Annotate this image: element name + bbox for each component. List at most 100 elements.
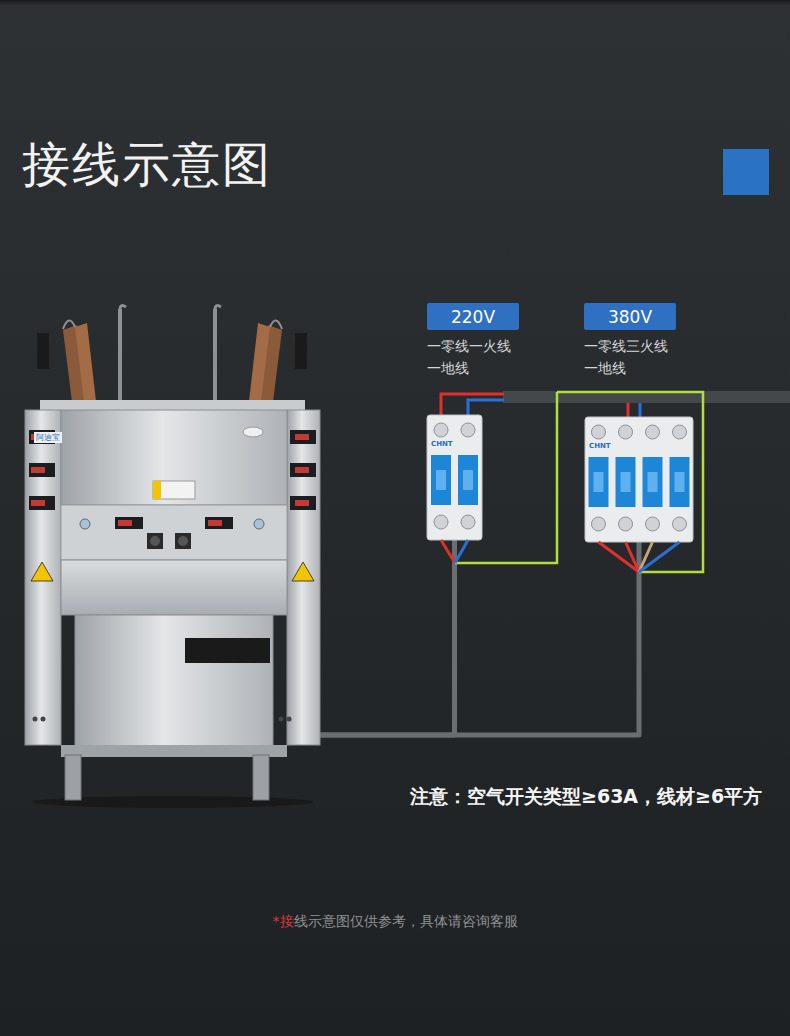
circle-shape [80,519,90,529]
circle-shape [41,717,46,722]
polygon-shape [292,562,314,581]
rect-shape [290,430,316,444]
rect-shape [31,467,45,473]
rect-shape [648,472,658,492]
path-shape [75,323,97,410]
neutral-wire [468,400,504,417]
breaker-4p [585,417,693,542]
rect-shape [29,496,55,510]
rect-shape [213,309,217,410]
circle-shape [279,717,284,722]
circle-shape [434,423,448,437]
node-label: 220V [427,303,519,330]
rect-shape [175,533,191,549]
polygon-shape [31,562,53,581]
node-note: 一零线一火线 [427,338,511,356]
rect-shape [675,472,685,492]
rect-shape [253,755,269,800]
ellipse-shape [243,427,263,437]
rect-shape [118,309,122,410]
rect-shape [61,505,287,560]
voltage-tag: 380V一零线三火线一地线 [584,303,676,330]
rect-shape [153,481,161,499]
node-label: CHNT [589,442,611,450]
rect-shape [458,455,478,505]
circle-shape [673,425,687,439]
node-label: 380V [584,303,676,330]
rect-shape [29,463,55,477]
circle-shape [254,519,264,529]
rect-shape [288,337,295,365]
circle-shape [673,517,687,531]
circle-shape [646,517,660,531]
rect-shape [463,470,473,490]
node-label: CHNT [431,440,453,448]
rect-shape [287,410,320,745]
rect-shape [61,410,287,505]
rect-shape [37,333,49,369]
noodle-cooker [25,306,320,808]
rect-shape [115,517,143,529]
rect-shape [290,496,316,510]
neutral-wire [455,540,468,563]
circle-shape [33,717,38,722]
rect-shape [153,481,195,499]
circle-shape [619,425,633,439]
live-wire [599,542,640,572]
rect-shape [427,415,482,540]
rect-shape [75,615,273,755]
path-shape [63,320,75,329]
machine-box: 阿迪宝 [25,305,320,805]
circle-shape [592,517,606,531]
breaker-2p [427,415,482,540]
rect-shape [295,434,309,440]
path-shape [270,320,282,329]
footnote-text: *接线示意图仅供参考，具体请咨询客服 [0,913,790,931]
rect-shape [295,333,307,369]
circle-shape [287,717,292,722]
live-wire [441,540,455,563]
rect-shape [589,457,609,507]
rect-shape [621,472,631,492]
rect-shape [147,533,163,549]
rect-shape [295,467,309,473]
circle-shape [461,423,475,437]
circle-shape [646,425,660,439]
earth-wire [557,392,703,572]
breaker-box: CHNT [427,415,482,540]
node-note: 一零线三火线 [584,338,668,356]
rect-shape [295,500,309,506]
blue-square [723,149,769,195]
node-note: 一地线 [427,360,469,378]
rect-shape [436,470,446,490]
cable-connector [320,542,639,735]
node-label: 阿迪宝 [34,432,62,443]
rect-shape [118,520,132,526]
circle-shape [619,517,633,531]
rect-shape [185,638,270,663]
rect-shape [205,517,233,529]
path-shape [215,306,221,310]
circle-shape [461,515,475,529]
circle-shape [434,515,448,529]
breaker-box: CHNT [585,417,693,542]
live-wire [626,542,640,572]
rect-shape [31,500,45,506]
rect-shape [594,472,604,492]
rect-shape [643,457,663,507]
live-wire [441,394,504,417]
voltage-tag: 220V一零线一火线一地线 [427,303,519,330]
neutral-wire [639,542,680,572]
rect-shape [290,463,316,477]
circle-shape [150,536,160,546]
rect-shape [616,457,636,507]
rect-shape [585,417,693,542]
diagram-title: 接线示意图 [22,133,272,197]
cable-connector [320,540,455,735]
rect-shape [208,520,222,526]
circle-shape [592,425,606,439]
rect-shape [25,410,61,745]
rect-shape [61,560,287,615]
note-text: 注意：空气开关类型≥63A，线材≥6平方 [410,784,762,810]
rect-shape [49,337,56,365]
